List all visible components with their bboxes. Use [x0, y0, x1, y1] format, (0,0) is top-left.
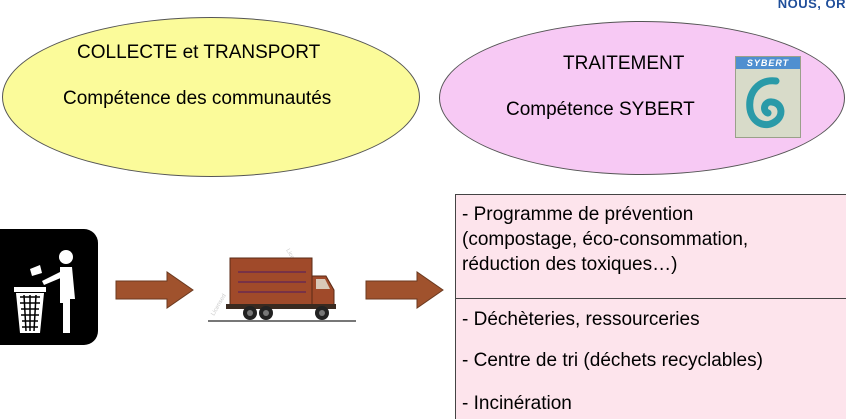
- treatment-item-prevention: - Programme de prévention (compostage, é…: [456, 202, 846, 277]
- treatment-list: - Programme de prévention (compostage, é…: [455, 194, 846, 419]
- trash-bin-icon: [0, 229, 98, 345]
- traitement-title: TRAITEMENT: [563, 53, 685, 74]
- truck-icon: Licensed Licensed: [208, 238, 356, 346]
- list-line: (compostage, éco-consommation,: [462, 229, 749, 250]
- collecte-ellipse: [2, 17, 420, 177]
- list-line: - Programme de prévention: [462, 204, 694, 225]
- traitement-subtitle: Compétence SYBERT: [506, 99, 695, 120]
- treatment-item-decheteries: - Déchèteries, ressourceries: [456, 298, 846, 332]
- sybert-spiral-icon: [746, 77, 785, 128]
- arrow-right-icon: [365, 271, 444, 309]
- collecte-subtitle: Compétence des communautés: [63, 88, 332, 109]
- sybert-logo-name: SYBERT: [736, 57, 800, 69]
- treatment-item-incineration: - Incinération: [462, 393, 572, 414]
- header-corner-text: NOUS, OR: [777, 0, 846, 11]
- list-line: réduction des toxiques…): [462, 254, 678, 275]
- sybert-logo-icon: SYBERT: [735, 56, 801, 138]
- svg-text:Licensed: Licensed: [211, 293, 228, 317]
- collecte-title: COLLECTE et TRANSPORT: [77, 42, 321, 63]
- treatment-item-centre-tri: - Centre de tri (déchets recyclables): [462, 350, 763, 371]
- arrow-right-icon: [115, 271, 194, 309]
